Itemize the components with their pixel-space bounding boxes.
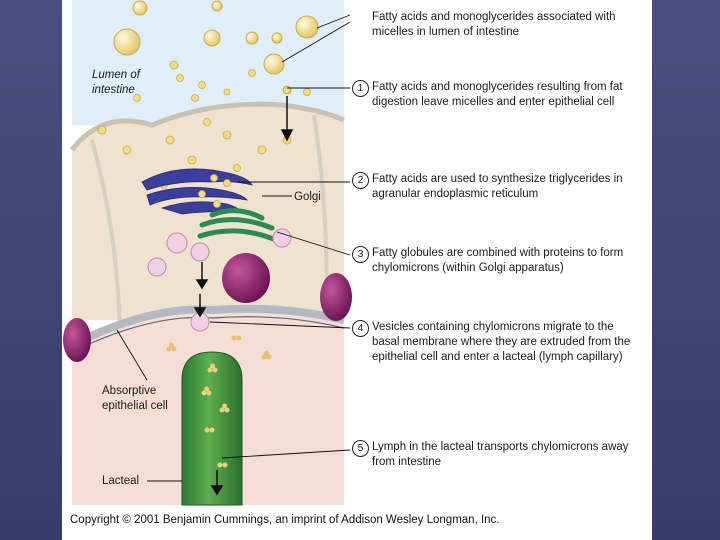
lacteal-label: Lacteal: [102, 475, 140, 487]
lumen-label: Lumen of intestine: [92, 69, 140, 96]
background-right: [652, 0, 720, 540]
micelle: [263, 53, 285, 75]
intestine-diagram: [63, 0, 352, 506]
chylomicron-clusters: [166, 335, 272, 360]
cell-membrane-top: [70, 101, 346, 152]
top-note: Fatty acids and monoglycerides associate…: [372, 11, 616, 38]
step-2-number: 2: [352, 172, 369, 189]
golgi-apparatus: [197, 208, 279, 243]
background-left: [0, 0, 62, 540]
step-4-number: 4: [352, 320, 369, 337]
nucleus: [63, 318, 91, 362]
flow-arrows: [193, 96, 294, 496]
micelle: [211, 0, 223, 12]
chylomicron-vesicles: [147, 228, 292, 332]
micelle: [132, 0, 148, 16]
step-2-text: Fatty acids are used to synthesize trigl…: [372, 173, 623, 200]
leader-lines: [116, 14, 351, 482]
basal-membrane: [70, 304, 345, 349]
nucleus: [320, 273, 352, 321]
step-5-text: Lymph in the lacteal transports chylomic…: [372, 441, 629, 468]
micelle: [113, 28, 141, 56]
copyright-notice: Copyright © 2001 Benjamin Cummings, an i…: [70, 514, 500, 526]
step-1-text: Fatty acids and monoglycerides resulting…: [372, 81, 623, 108]
micelle: [271, 32, 283, 44]
golgi-label: Golgi: [294, 191, 321, 203]
step-3-text: Fatty globules are combined with protein…: [372, 247, 624, 274]
lacteal-chylomicrons: [201, 363, 230, 468]
step-4-text: Vesicles containing chylomicrons migrate…: [372, 321, 631, 363]
absorptive-cell-label: Absorptive epithelial cell: [102, 385, 168, 412]
step-1-number: 1: [352, 80, 369, 97]
nucleus: [222, 253, 270, 303]
step-5-number: 5: [352, 440, 369, 457]
micelle: [295, 15, 319, 39]
micelle: [203, 29, 221, 47]
cell-wall-right: [312, 114, 329, 301]
cell-wall-left: [90, 139, 122, 331]
step-3-number: 3: [352, 246, 369, 263]
micelle: [245, 31, 259, 45]
slide: Lumen of intestine Golgi Absorptive epit…: [62, 0, 652, 540]
